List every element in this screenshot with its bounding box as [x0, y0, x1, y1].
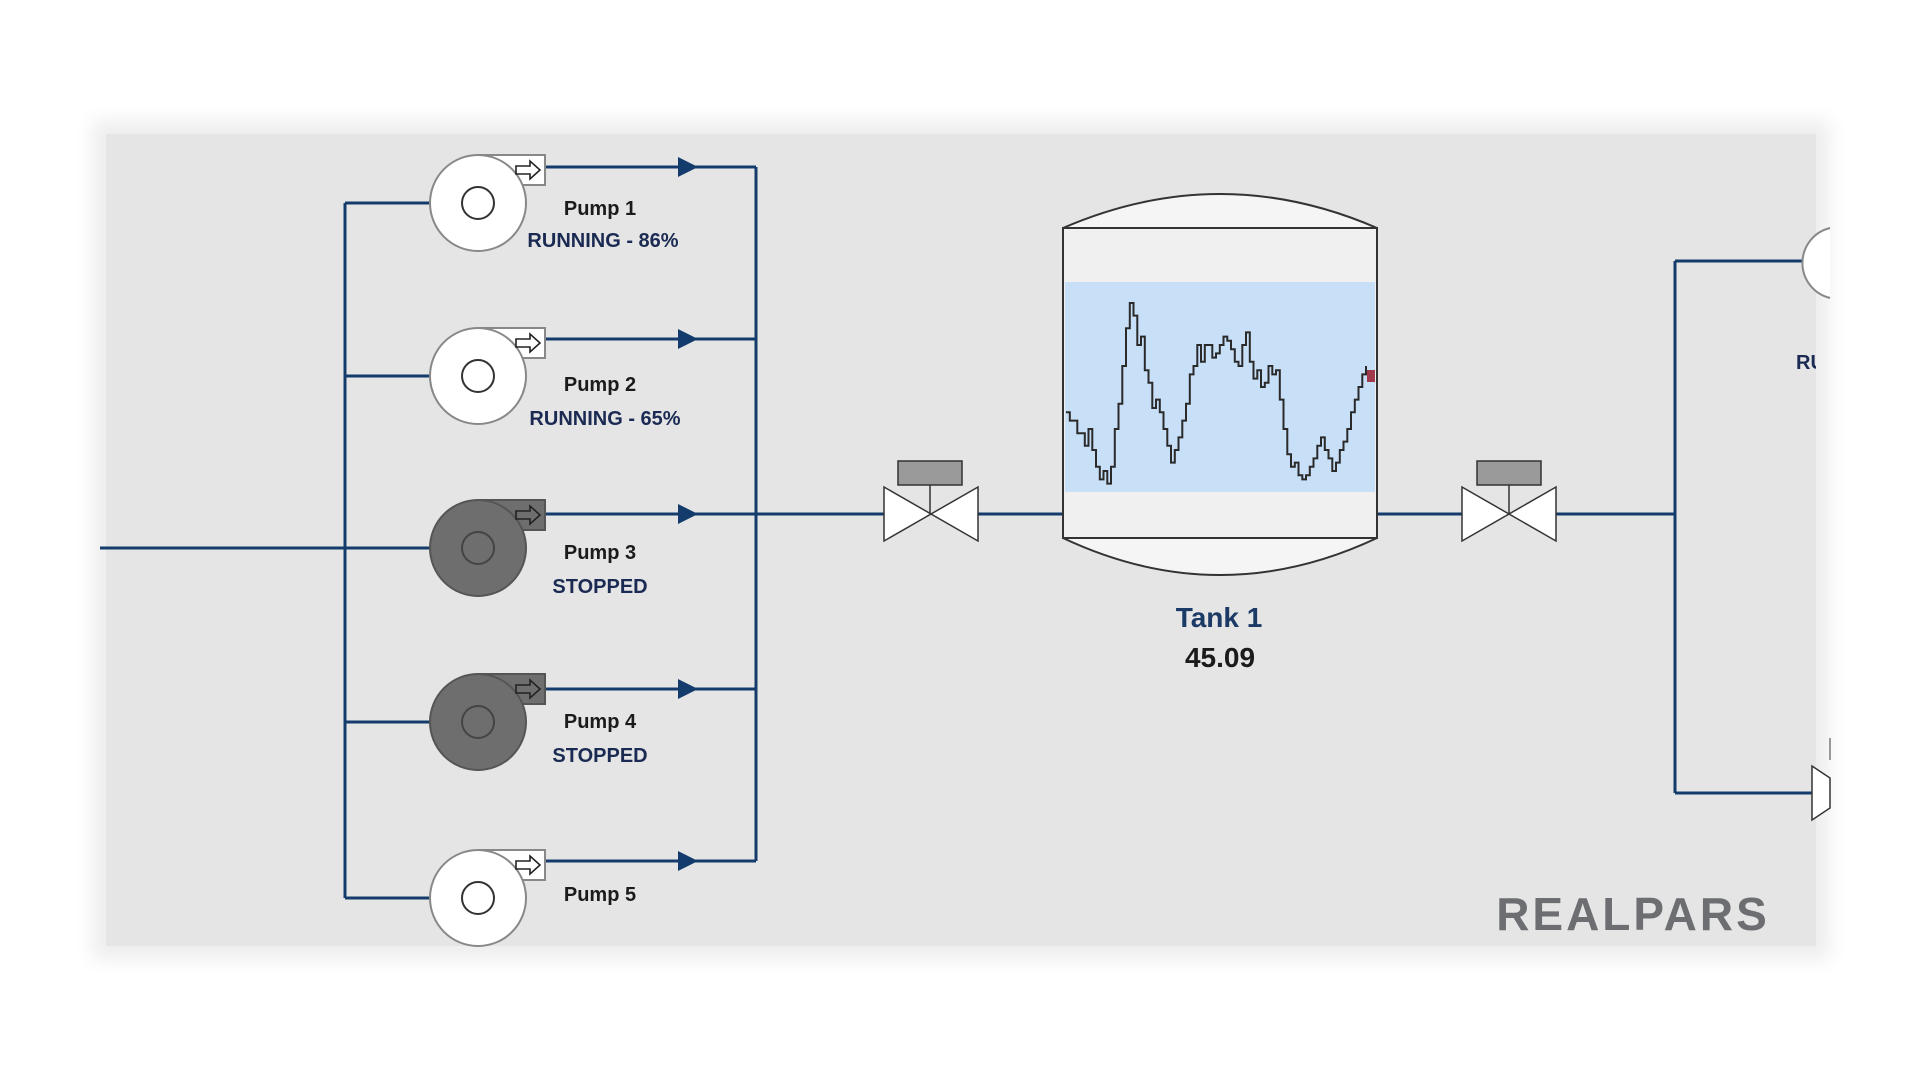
pump-3-name: Pump 3 — [563, 542, 637, 564]
valve-body-left — [1461, 485, 1511, 543]
valve-actuator — [897, 460, 963, 486]
pump-1-status: RUNNING - 86% — [527, 230, 679, 252]
pump-casing — [429, 849, 527, 947]
pump-impeller — [461, 186, 495, 220]
offscreen-valve-body — [1811, 764, 1831, 822]
outlet-valve[interactable] — [1461, 460, 1557, 543]
tank-bottom-head — [1062, 537, 1378, 576]
flow-arrow-3 — [678, 504, 698, 524]
flow-direction-icon — [515, 159, 542, 181]
pump-3[interactable] — [429, 499, 546, 597]
flow-direction-icon — [515, 332, 542, 354]
pump-impeller — [461, 881, 495, 915]
pump-impeller — [461, 531, 495, 565]
flow-direction-icon — [515, 504, 542, 526]
piping — [100, 165, 1830, 900]
offscreen-pump — [1801, 227, 1831, 822]
flow-arrow-4 — [678, 679, 698, 699]
pump-impeller — [461, 359, 495, 393]
pump-2-status: RUNNING - 65% — [529, 408, 681, 430]
valve-actuator — [1476, 460, 1542, 486]
pump-1[interactable] — [429, 154, 546, 252]
level-trend-line — [1066, 302, 1367, 485]
flow-direction-icon — [515, 854, 542, 876]
valve-body-right — [929, 485, 979, 543]
brand-text: REALPARS — [1496, 888, 1770, 938]
pump-casing — [429, 327, 527, 425]
flow-arrow-5 — [678, 851, 698, 871]
pump-2-name: Pump 2 — [563, 374, 637, 396]
tank-top-head — [1062, 193, 1378, 229]
inlet-valve[interactable] — [883, 460, 979, 543]
pump-5-name: Pump 5 — [563, 884, 637, 906]
trend-current-marker — [1367, 370, 1375, 382]
pump-5[interactable] — [429, 849, 546, 947]
process-panel — [106, 134, 1816, 946]
pump-4-name: Pump 4 — [563, 711, 637, 733]
pumps — [429, 154, 546, 947]
flow-arrows — [678, 157, 698, 871]
realpars-logo: REALPARS — [1496, 888, 1770, 938]
pump-casing — [429, 673, 527, 771]
offscreen-status-fragment: RUN — [1796, 352, 1816, 374]
valve-body-left — [883, 485, 933, 543]
flow-direction-icon — [515, 678, 542, 700]
tank-level-value: 45.09 — [1184, 642, 1256, 673]
pump-casing — [429, 154, 527, 252]
pump-3-status: STOPPED — [552, 576, 648, 598]
pump-impeller — [461, 705, 495, 739]
pump-4[interactable] — [429, 673, 546, 771]
tank-level-fill — [1065, 282, 1375, 492]
pump-2[interactable] — [429, 327, 546, 425]
tank-name: Tank 1 — [1175, 602, 1263, 633]
pump-4-status: STOPPED — [552, 745, 648, 767]
tank-1[interactable] — [1062, 193, 1378, 576]
flow-arrow-2 — [678, 329, 698, 349]
flow-arrow-1 — [678, 157, 698, 177]
pump-casing — [429, 499, 527, 597]
offscreen-pump-casing — [1801, 227, 1831, 299]
pump-1-name: Pump 1 — [563, 198, 637, 220]
valve-body-right — [1507, 485, 1557, 543]
